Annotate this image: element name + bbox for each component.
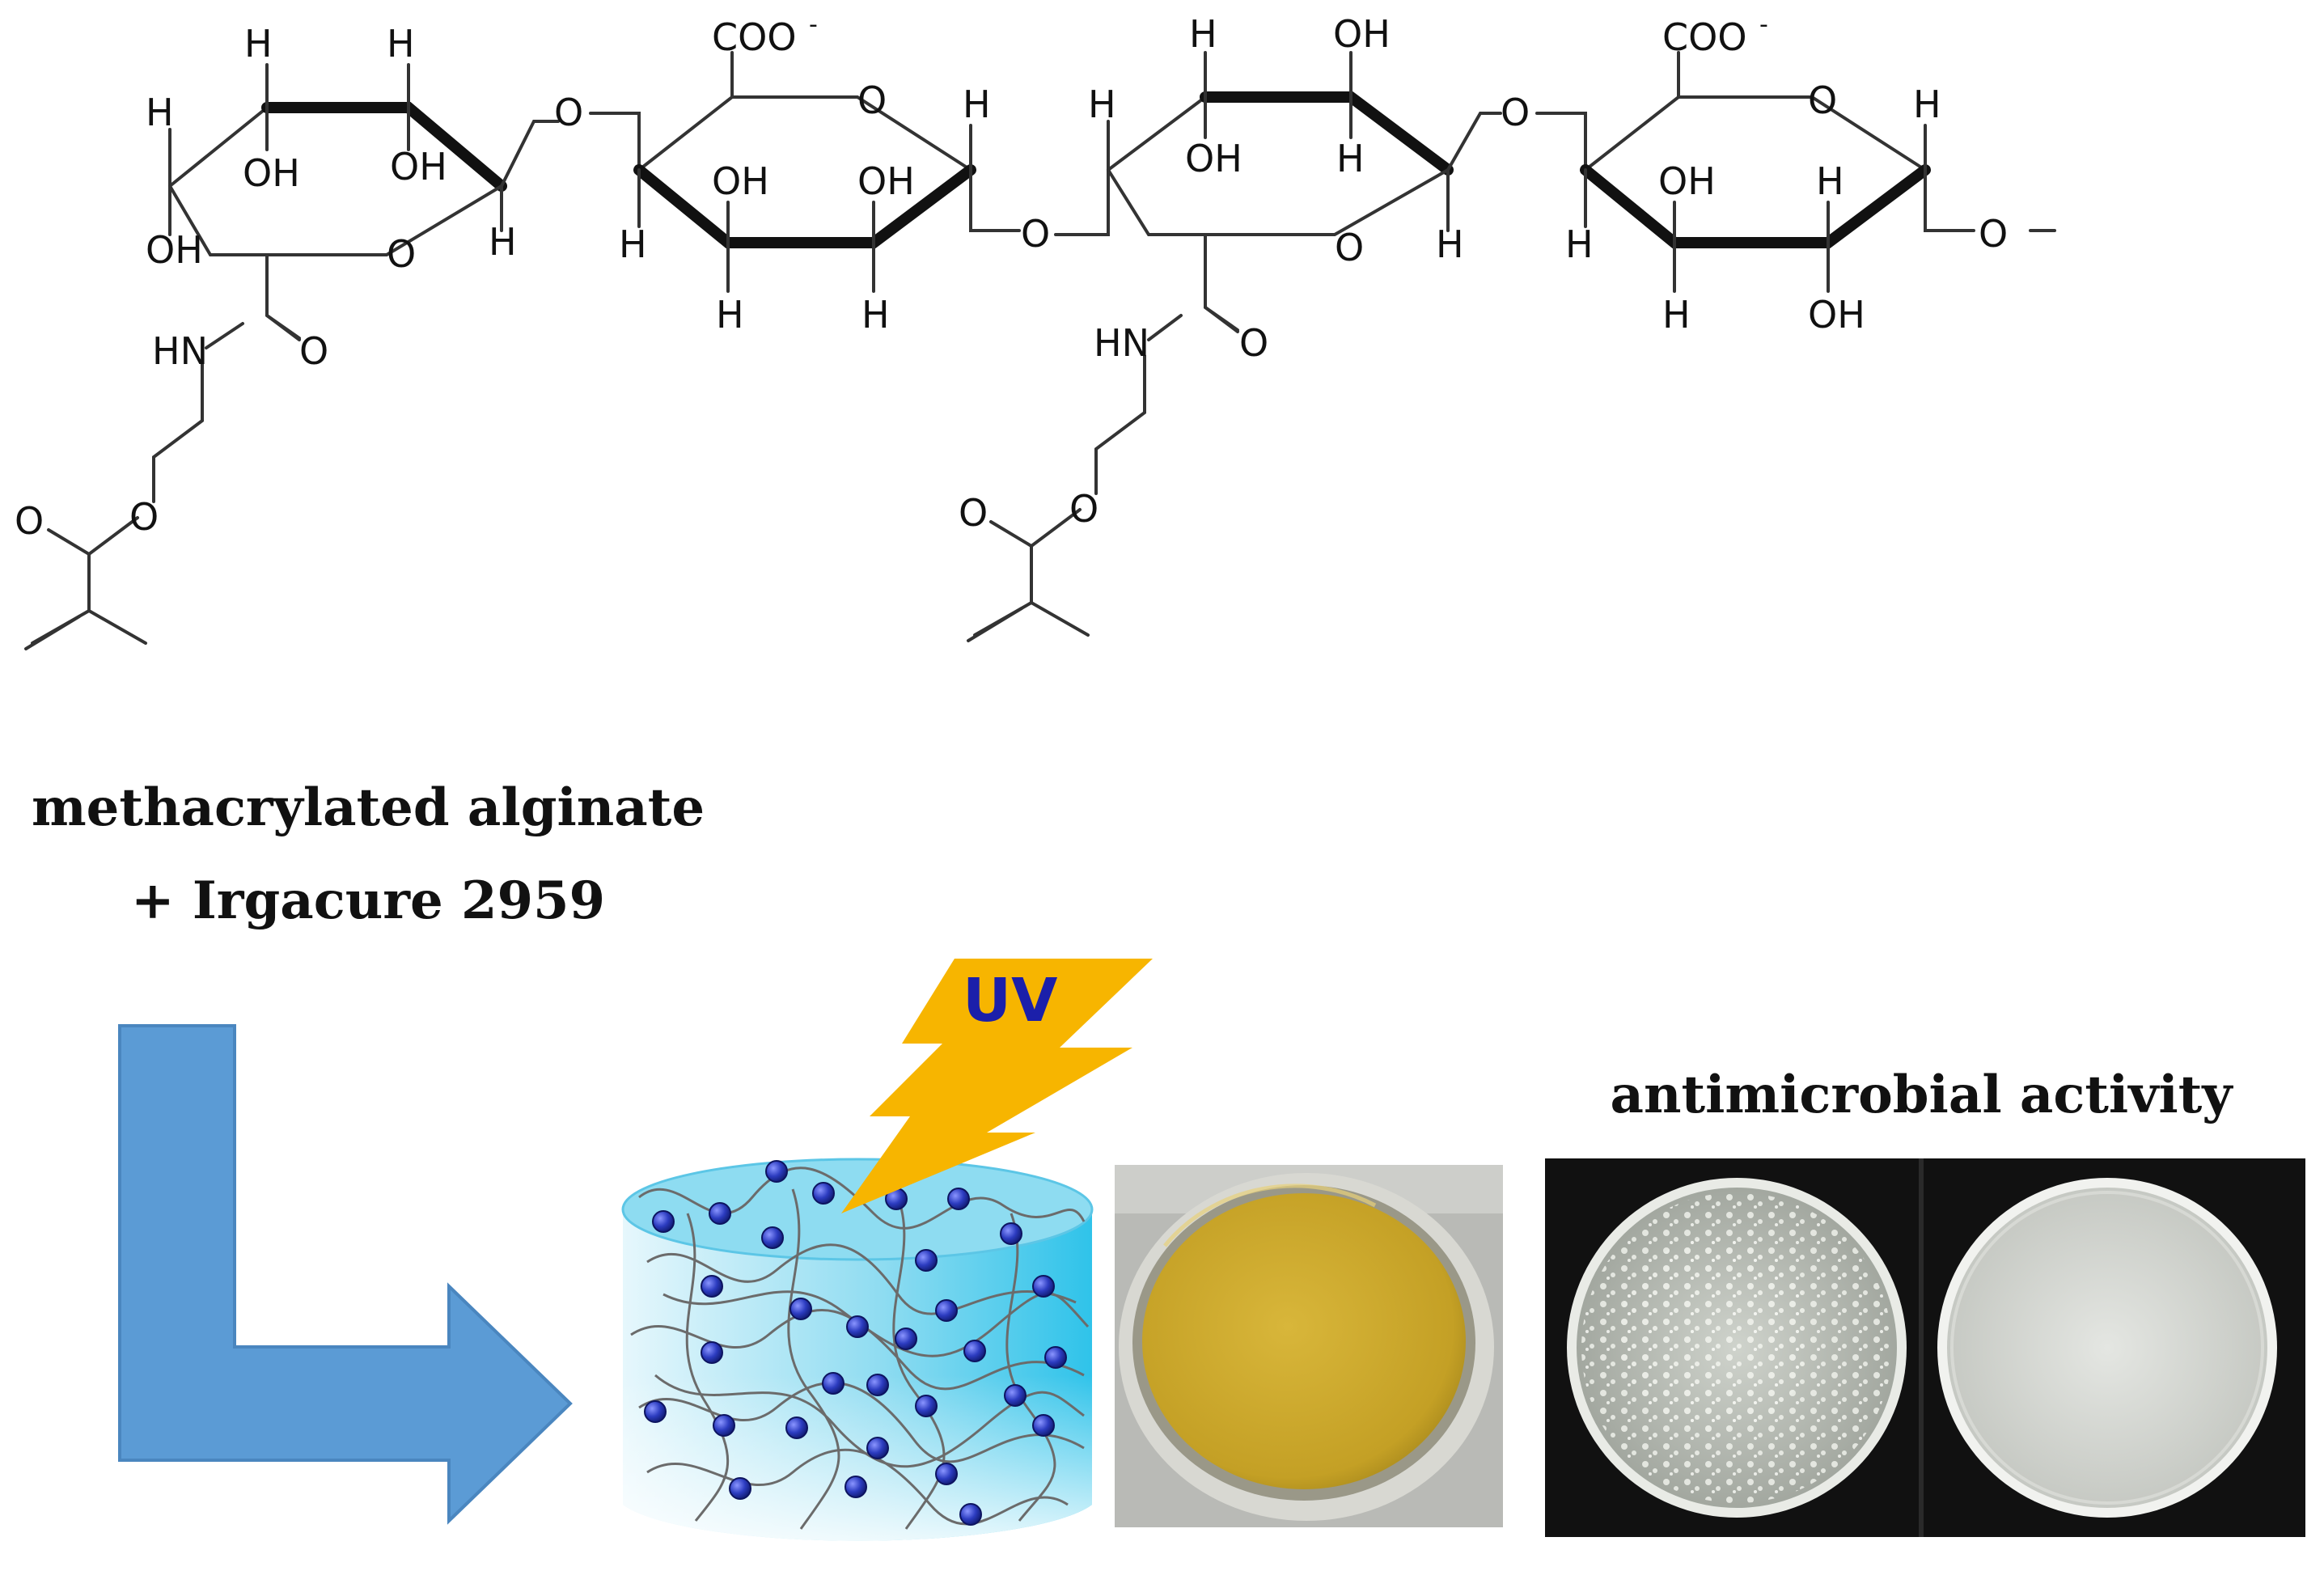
atom-h: H [1662, 293, 1691, 337]
atom-linker-o: O [554, 91, 583, 134]
atom-amide-n: HN [152, 329, 208, 373]
atom-ring-o: O [1808, 78, 1837, 122]
atom-h: H [146, 91, 174, 134]
atom-oh: OH [1333, 12, 1391, 56]
control-plate [1567, 1178, 1907, 1518]
atom-amide-o: O [299, 329, 328, 373]
atom-charge: - [809, 11, 818, 39]
atom-ring-o: O [387, 232, 416, 276]
atom-h: H [1336, 137, 1365, 180]
atom-h: H [1088, 83, 1116, 126]
atom-oh: OH [1658, 159, 1716, 203]
repeat-unit-4: COO - O H OH H H H OH [1565, 11, 2056, 337]
repeat-unit-3: H OH H OH H O H HN O O O [959, 12, 1502, 642]
hydrogel-plate-photo [1115, 1165, 1503, 1527]
atom-carboxyl: COO [712, 15, 797, 59]
atom-h: H [1816, 159, 1844, 203]
atom-h: H [963, 83, 991, 126]
atom-h: H [1436, 222, 1464, 266]
atom-linker-o: O [1979, 212, 2008, 256]
atom-amide-o: O [1239, 321, 1268, 365]
atom-oh: OH [1185, 137, 1242, 180]
photoinitiator-beads [644, 1160, 1067, 1526]
methacrylated-alginate-structure: H H H OH OH OH O H HN O O O O [15, 11, 2056, 650]
atom-ester-o: O [129, 495, 159, 539]
atom-linker-o: O [1501, 91, 1530, 134]
atom-carbonyl-o: O [15, 499, 44, 543]
atom-oh: OH [146, 228, 203, 272]
atom-h: H [1913, 83, 1941, 126]
material-caption-line1: methacrylated alginate [32, 777, 705, 838]
atom-h: H [387, 22, 415, 66]
antimicrobial-plates-photo [1545, 1158, 2305, 1537]
atom-carboxyl: COO [1662, 15, 1747, 59]
hydrogel-cylinder [621, 1158, 1094, 1541]
atom-linker-o: O [1021, 212, 1050, 256]
atom-oh: OH [243, 151, 300, 195]
repeat-unit-1: H H H OH OH OH O H HN O O O [15, 22, 560, 650]
atom-ring-o: O [1335, 226, 1364, 269]
atom-oh: OH [390, 145, 447, 188]
atom-oh: OH [712, 159, 769, 203]
atom-amide-n: HN [1094, 321, 1149, 365]
atom-h: H [861, 293, 890, 337]
atom-carbonyl-o: O [959, 491, 988, 535]
atom-oh: OH [857, 159, 915, 203]
atom-h: H [1189, 12, 1217, 56]
atom-h: H [244, 22, 273, 66]
uv-label: UV [963, 966, 1057, 1035]
atom-h: H [619, 222, 647, 266]
atom-h: H [1565, 222, 1594, 266]
material-caption-line2: + Irgacure 2959 [131, 870, 605, 931]
activity-caption: antimicrobial activity [1611, 1065, 2234, 1125]
atom-charge: - [1759, 11, 1768, 39]
treated-plate [1937, 1178, 2277, 1518]
atom-oh: OH [1808, 293, 1865, 337]
atom-h: H [716, 293, 744, 337]
atom-h: H [489, 220, 517, 264]
atom-ring-o: O [857, 78, 887, 122]
atom-ester-o: O [1069, 487, 1099, 531]
process-arrow [118, 1024, 573, 1525]
uv-lightning-bolt: UV [841, 959, 1153, 1213]
repeat-unit-2: COO - O H OH OH H H H [619, 11, 1021, 337]
